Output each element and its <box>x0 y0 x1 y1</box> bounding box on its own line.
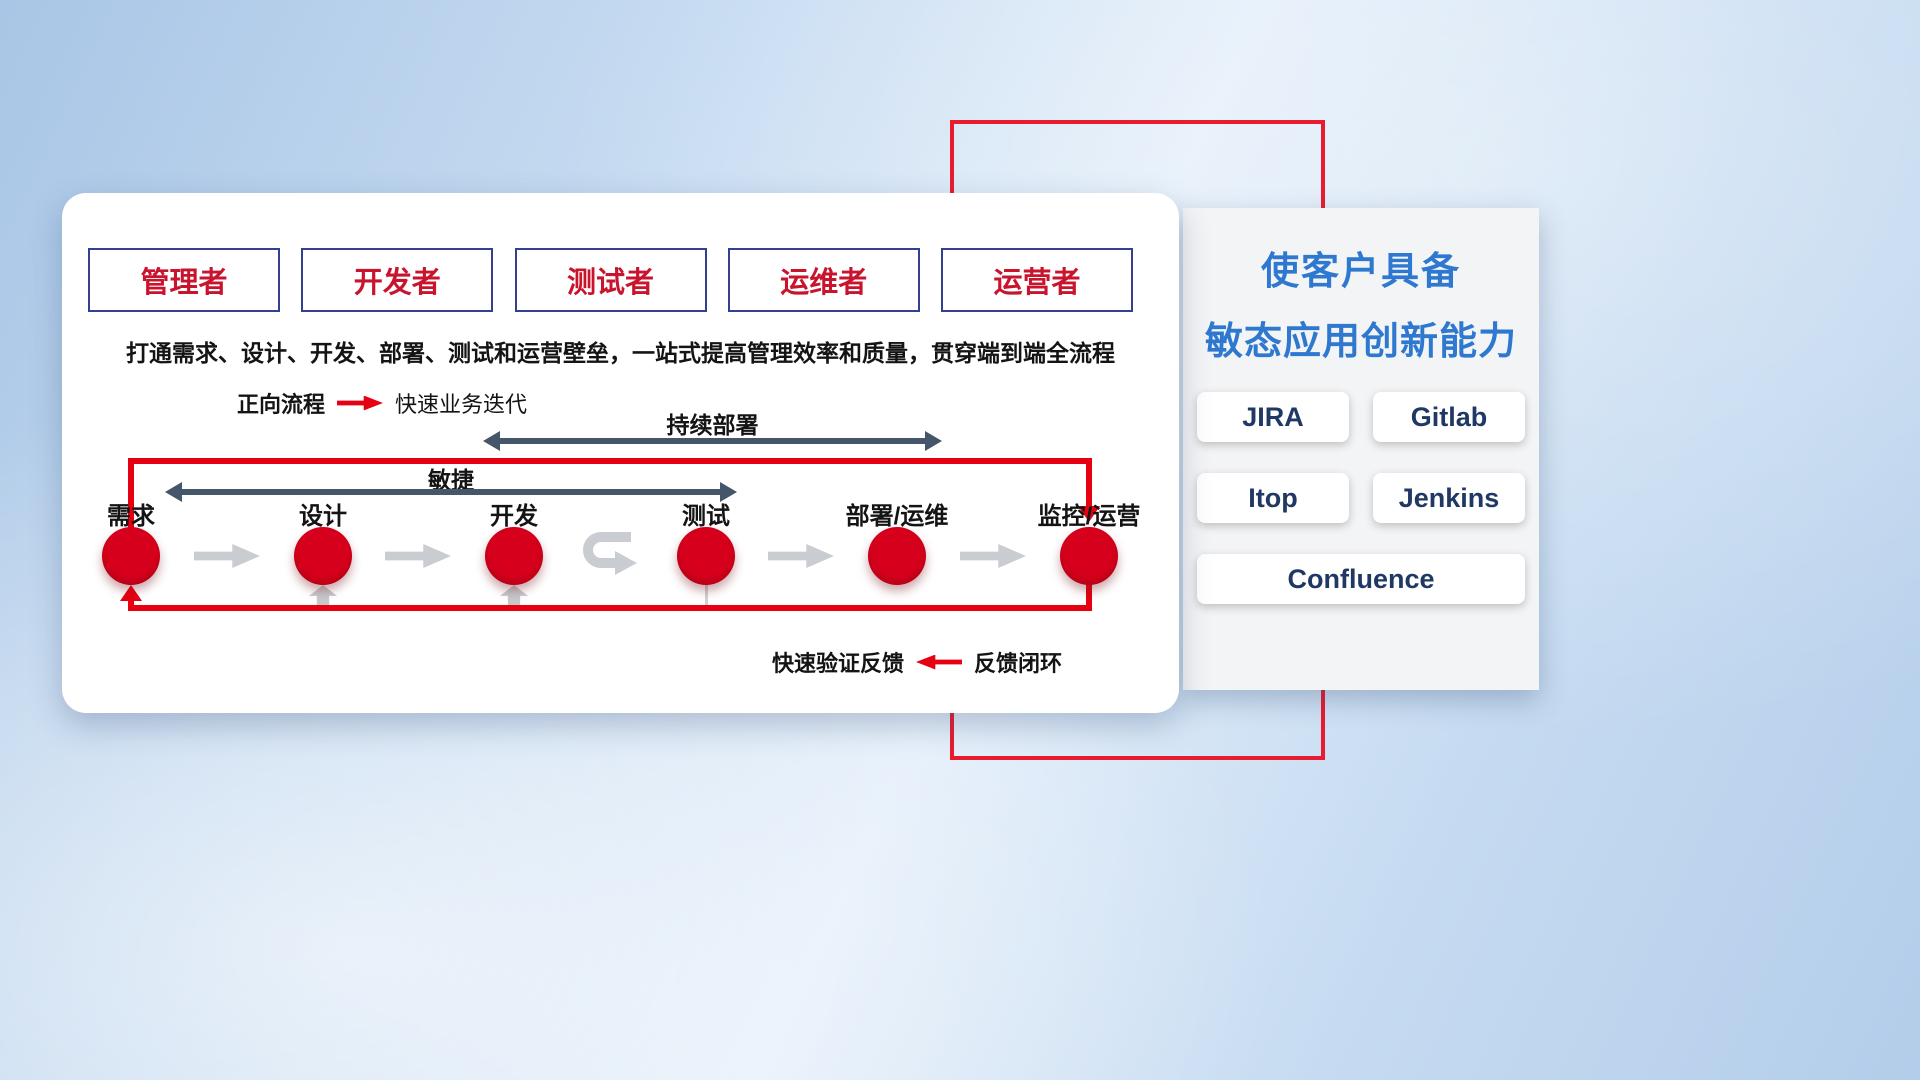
feedback-arrowhead-icon <box>120 585 142 601</box>
tools-grid: JIRA Gitlab Itop Jenkins Confluence <box>1197 392 1525 604</box>
feedback-line-left-riser <box>128 599 134 611</box>
forward-line-right-drop <box>1086 458 1092 508</box>
stage-label-development: 开发 <box>490 503 538 530</box>
tool-box-itop: Itop <box>1197 473 1349 523</box>
feedback-legend-value: 快速验证反馈 <box>772 651 905 676</box>
testing-feedback-connector <box>705 585 708 607</box>
role-box-manager: 管理者 <box>88 248 280 312</box>
forward-line-left-riser <box>128 458 134 530</box>
flow-arrow-icon <box>960 544 1026 568</box>
flow-arrow-icon <box>194 544 260 568</box>
stage-node-deploy-ops <box>868 527 926 585</box>
stage-node-requirements <box>102 527 160 585</box>
roles-row: 管理者 开发者 测试者 运维者 运营者 <box>88 248 1133 312</box>
tool-box-gitlab: Gitlab <box>1373 392 1525 442</box>
tool-box-confluence: Confluence <box>1197 554 1525 604</box>
tool-box-jira: JIRA <box>1197 392 1349 442</box>
feedback-legend-label: 反馈闭环 <box>974 651 1063 676</box>
continuous-deploy-arrow-icon <box>483 431 942 451</box>
role-label: 开发者 <box>353 267 441 299</box>
stage-node-testing <box>677 527 735 585</box>
flow-arrow-icon <box>385 544 451 568</box>
agile-label: 敏捷 <box>428 467 474 493</box>
role-label: 测试者 <box>566 267 654 299</box>
stage-node-development <box>485 527 543 585</box>
capability-title-line1: 使客户具备 <box>1260 251 1461 293</box>
forward-legend-value: 快速业务迭代 <box>395 392 528 417</box>
role-box-operator: 运营者 <box>941 248 1133 312</box>
flow-arrow-icon <box>768 544 834 568</box>
stage-label-design: 设计 <box>299 503 347 530</box>
feedback-legend: 快速验证反馈 反馈闭环 <box>772 646 1062 678</box>
forward-arrowhead-icon <box>1078 506 1100 522</box>
role-box-developer: 开发者 <box>301 248 494 312</box>
stage-node-monitor-operations <box>1060 527 1118 585</box>
stage-label-requirements: 需求 <box>107 503 155 530</box>
role-box-ops: 运维者 <box>727 248 920 312</box>
devops-flow-panel: 管理者 开发者 测试者 运维者 运营者 打通需求、设计、开发、部署、测试和运营壁… <box>62 193 1179 713</box>
agile-arrow-icon <box>165 482 737 502</box>
role-label: 运营者 <box>993 267 1081 299</box>
feedback-line-bottom <box>128 605 1092 611</box>
continuous-deploy-label: 持续部署 <box>666 412 759 438</box>
forward-legend: 正向流程 快速业务迭代 <box>237 387 527 419</box>
forward-arrow-icon <box>337 395 384 411</box>
feedback-arrow-icon <box>916 654 963 670</box>
stage-label-monitor-operations: 监控/运营 <box>1037 503 1141 530</box>
role-label: 管理者 <box>140 267 228 299</box>
forward-legend-label: 正向流程 <box>237 392 326 417</box>
stage-label-deploy-ops: 部署/运维 <box>845 503 949 530</box>
stage-node-design <box>294 527 352 585</box>
tool-box-jenkins: Jenkins <box>1373 473 1525 523</box>
stage-label-testing: 测试 <box>682 503 730 530</box>
forward-line-top <box>128 458 1092 464</box>
role-label: 运维者 <box>780 267 868 299</box>
feedback-line-right-drop <box>1086 583 1092 611</box>
role-box-tester: 测试者 <box>514 248 707 312</box>
capability-title-line2: 敏态应用创新能力 <box>1204 321 1517 363</box>
panel-description: 打通需求、设计、开发、部署、测试和运营壁垒，一站式提高管理效率和质量，贯穿端到端… <box>126 340 1115 366</box>
capability-panel: 使客户具备 敏态应用创新能力 JIRA Gitlab Itop Jenkins … <box>1183 208 1539 690</box>
iterate-loop-arrow-icon <box>579 525 641 580</box>
